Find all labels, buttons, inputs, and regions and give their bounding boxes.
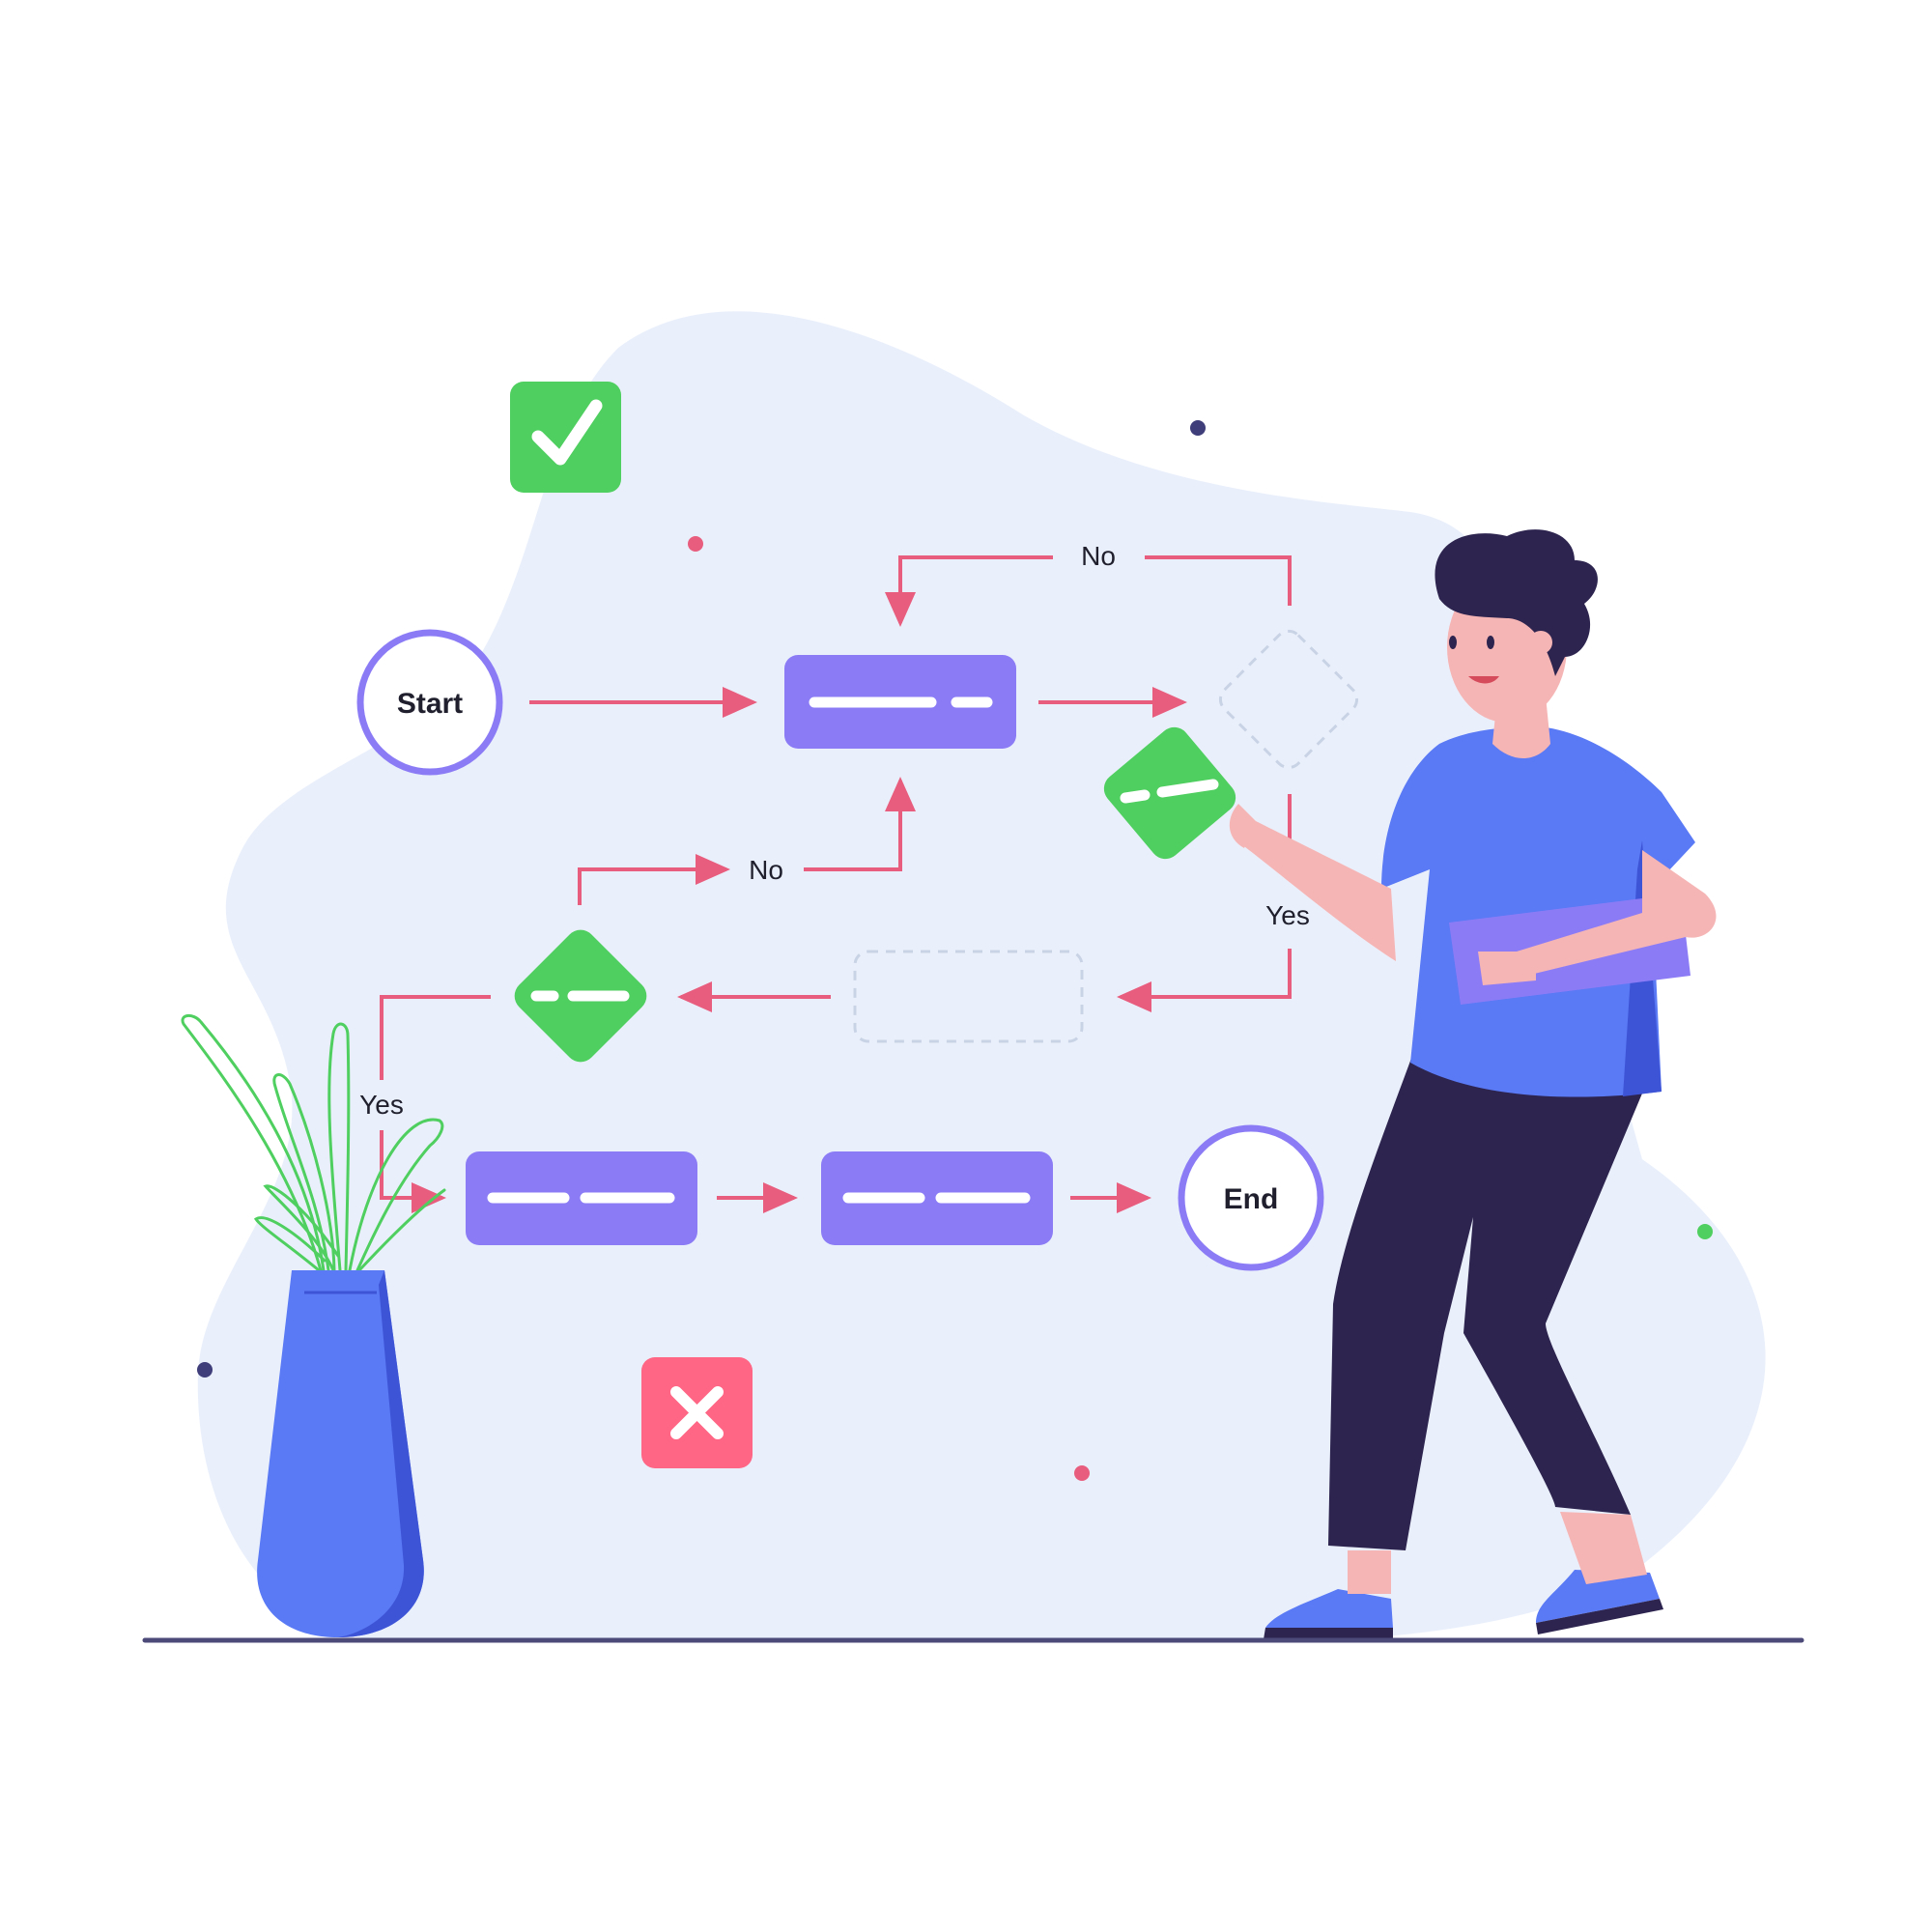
potted-plant bbox=[181, 1014, 446, 1637]
end-label: End bbox=[1224, 1183, 1279, 1215]
edge-top-no-loop-right bbox=[1145, 555, 1292, 606]
start-node: Start bbox=[356, 629, 503, 776]
process-box-bottom-left bbox=[466, 1151, 697, 1245]
process-box-top bbox=[784, 655, 1016, 749]
check-icon bbox=[531, 399, 603, 466]
decor-dot bbox=[1190, 420, 1206, 436]
process-box-bottom-middle bbox=[821, 1151, 1053, 1245]
placeholder-diamond bbox=[1218, 629, 1359, 770]
decor-dot bbox=[197, 1362, 213, 1378]
edge-top-no-loop-left bbox=[885, 555, 1053, 627]
left-shoe bbox=[1265, 1589, 1393, 1628]
start-label: Start bbox=[397, 688, 463, 720]
decision-diamond-held bbox=[1103, 726, 1236, 860]
edge-label-left-yes: Yes bbox=[359, 1090, 404, 1120]
edge-left-yes-lower bbox=[380, 1130, 446, 1213]
decor-dot bbox=[1074, 1465, 1090, 1481]
vase bbox=[257, 1270, 424, 1637]
edge-label-top-no: No bbox=[1081, 541, 1116, 571]
end-node: End bbox=[1178, 1124, 1324, 1271]
edge-middle-no-right bbox=[578, 854, 730, 905]
edge-label-middle-no: No bbox=[749, 855, 783, 885]
right-shoe bbox=[1536, 1570, 1660, 1623]
person-figure bbox=[1229, 529, 1717, 1639]
accept-badge bbox=[510, 382, 621, 493]
edge-label-right-yes: Yes bbox=[1265, 900, 1310, 930]
reject-badge bbox=[641, 1357, 753, 1468]
edge-middle-no-up bbox=[804, 777, 916, 871]
decision-diamond-left bbox=[514, 929, 647, 1063]
edge-left-yes-upper bbox=[380, 995, 491, 1080]
placeholder-box bbox=[853, 950, 1084, 1043]
decor-dot bbox=[688, 536, 703, 552]
close-icon bbox=[670, 1386, 724, 1439]
hair bbox=[1435, 529, 1598, 676]
edge-right-yes-down bbox=[1117, 949, 1292, 1012]
decor-dot bbox=[1697, 1224, 1713, 1239]
